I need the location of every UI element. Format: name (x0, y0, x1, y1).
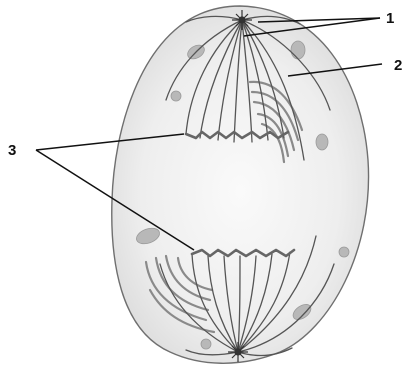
organelle (291, 41, 305, 59)
organelle (201, 339, 211, 349)
organelle (339, 247, 349, 257)
label-2: 2 (394, 57, 402, 74)
organelle (316, 134, 328, 150)
label-1: 1 (386, 10, 394, 27)
organelle (171, 91, 181, 101)
label-3: 3 (8, 142, 16, 159)
